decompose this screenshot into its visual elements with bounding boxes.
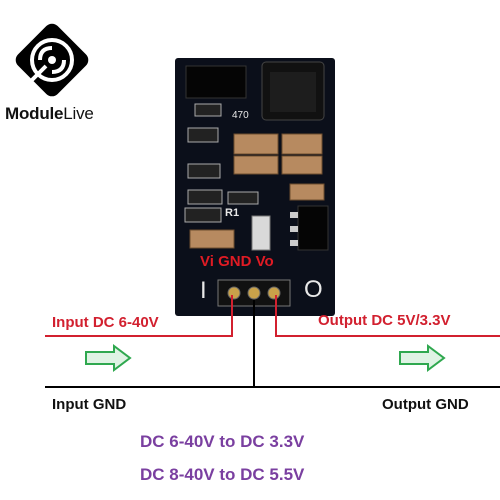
output-arrow-icon xyxy=(399,344,446,372)
output-gnd-label: Output GND xyxy=(382,396,469,413)
diode xyxy=(251,215,271,251)
input-side-marking: I xyxy=(200,277,207,304)
capacitor xyxy=(189,229,235,249)
smd-component xyxy=(187,163,221,179)
input-wire xyxy=(45,295,233,337)
capacitor xyxy=(233,155,279,175)
smd-component xyxy=(187,127,219,143)
pcb-board xyxy=(175,58,335,316)
smd-component xyxy=(187,189,223,205)
output-wire xyxy=(275,295,500,337)
capacitor xyxy=(281,133,323,155)
input-gnd-label: Input GND xyxy=(52,396,127,413)
smd-component xyxy=(194,103,222,117)
smd-component xyxy=(184,207,222,223)
chip-top-left xyxy=(185,65,247,99)
brand-name: ModuleLive xyxy=(5,104,94,123)
inductor-marking: 470 xyxy=(232,110,249,121)
capacitor xyxy=(289,183,325,201)
pin-header-label: Vi GND Vo xyxy=(200,253,274,270)
output-label: Output DC 5V/3.3V xyxy=(318,312,451,329)
capacitor xyxy=(233,133,279,155)
input-label: Input DC 6-40V xyxy=(52,314,159,331)
conversion-spec-1: DC 6-40V to DC 3.3V xyxy=(140,432,305,451)
capacitor xyxy=(281,155,323,175)
resistor-marking: R1 xyxy=(225,207,240,219)
output-side-marking: O xyxy=(304,276,323,303)
smd-component xyxy=(227,191,259,205)
brand-logo-icon xyxy=(15,23,89,97)
conversion-spec-2: DC 8-40V to DC 5.5V xyxy=(140,465,305,484)
regulator-ic xyxy=(297,205,329,251)
input-arrow-icon xyxy=(85,344,132,372)
